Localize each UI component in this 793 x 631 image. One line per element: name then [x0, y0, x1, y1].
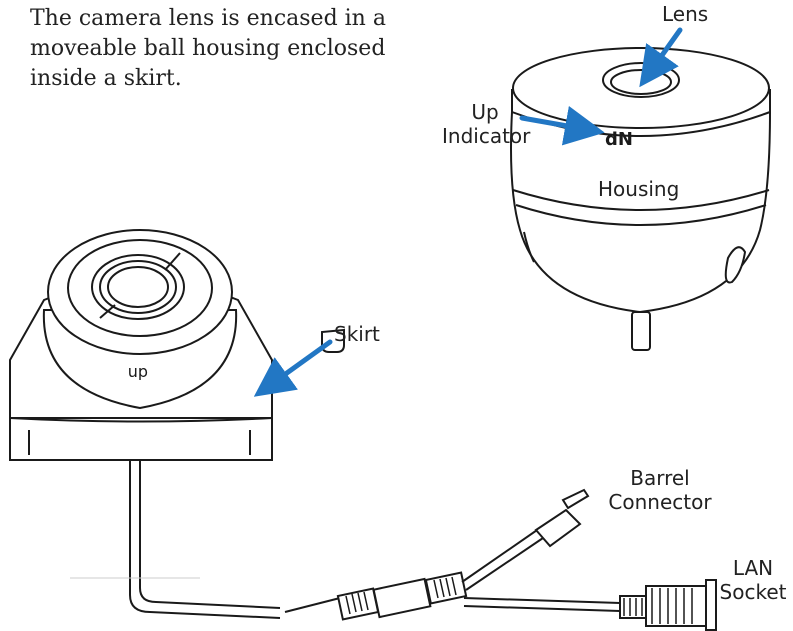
lens-label: Lens [662, 2, 709, 26]
skirt-arrow [253, 339, 333, 397]
junction-body [372, 577, 432, 619]
up-indicator-arrow [519, 105, 605, 146]
lan-socket-label-line2: Socket [719, 580, 787, 604]
up-indicator-label-line2: Indicator [442, 124, 531, 148]
housing-vent-right [724, 246, 747, 284]
lan-socket-label-line1: LAN [732, 556, 774, 580]
barrel-connector-label-line1: Barrel [630, 466, 690, 490]
barrel-connector-tip [561, 488, 590, 510]
housing-up-mark: dN [605, 129, 633, 150]
lens-arrow [639, 27, 683, 88]
callout-arrows [253, 27, 683, 397]
skirt-lens-ring-inner [107, 266, 169, 308]
skirt-up-mark: dn [128, 364, 148, 383]
up-indicator-label-line1: Up [471, 100, 499, 124]
housing-label: Housing [598, 177, 680, 201]
skirt-label: Skirt [334, 322, 380, 346]
barrel-connector-label: Barrel Connector [600, 466, 720, 514]
intro-text: The camera lens is encased in a moveable… [30, 6, 386, 91]
housing-vent-left [523, 231, 535, 263]
barrel-connector-label-line2: Connector [608, 490, 712, 514]
skirt-cable [129, 460, 281, 619]
junction-connector-right [424, 571, 468, 605]
up-indicator-label: Up Indicator [442, 100, 531, 148]
lan-cable [463, 597, 621, 604]
cable-connectors [284, 488, 717, 631]
lan-socket-label: LAN Socket [718, 556, 788, 604]
barrel-cable [461, 527, 541, 583]
skirt-assembly [9, 229, 281, 619]
housing-band-upper [512, 189, 770, 211]
housing-cable-stem [631, 311, 651, 351]
lan-socket-face [705, 579, 717, 631]
housing-lens-inner [610, 69, 672, 95]
barrel-connector-body [534, 508, 582, 548]
housing-band-lower [515, 204, 767, 226]
